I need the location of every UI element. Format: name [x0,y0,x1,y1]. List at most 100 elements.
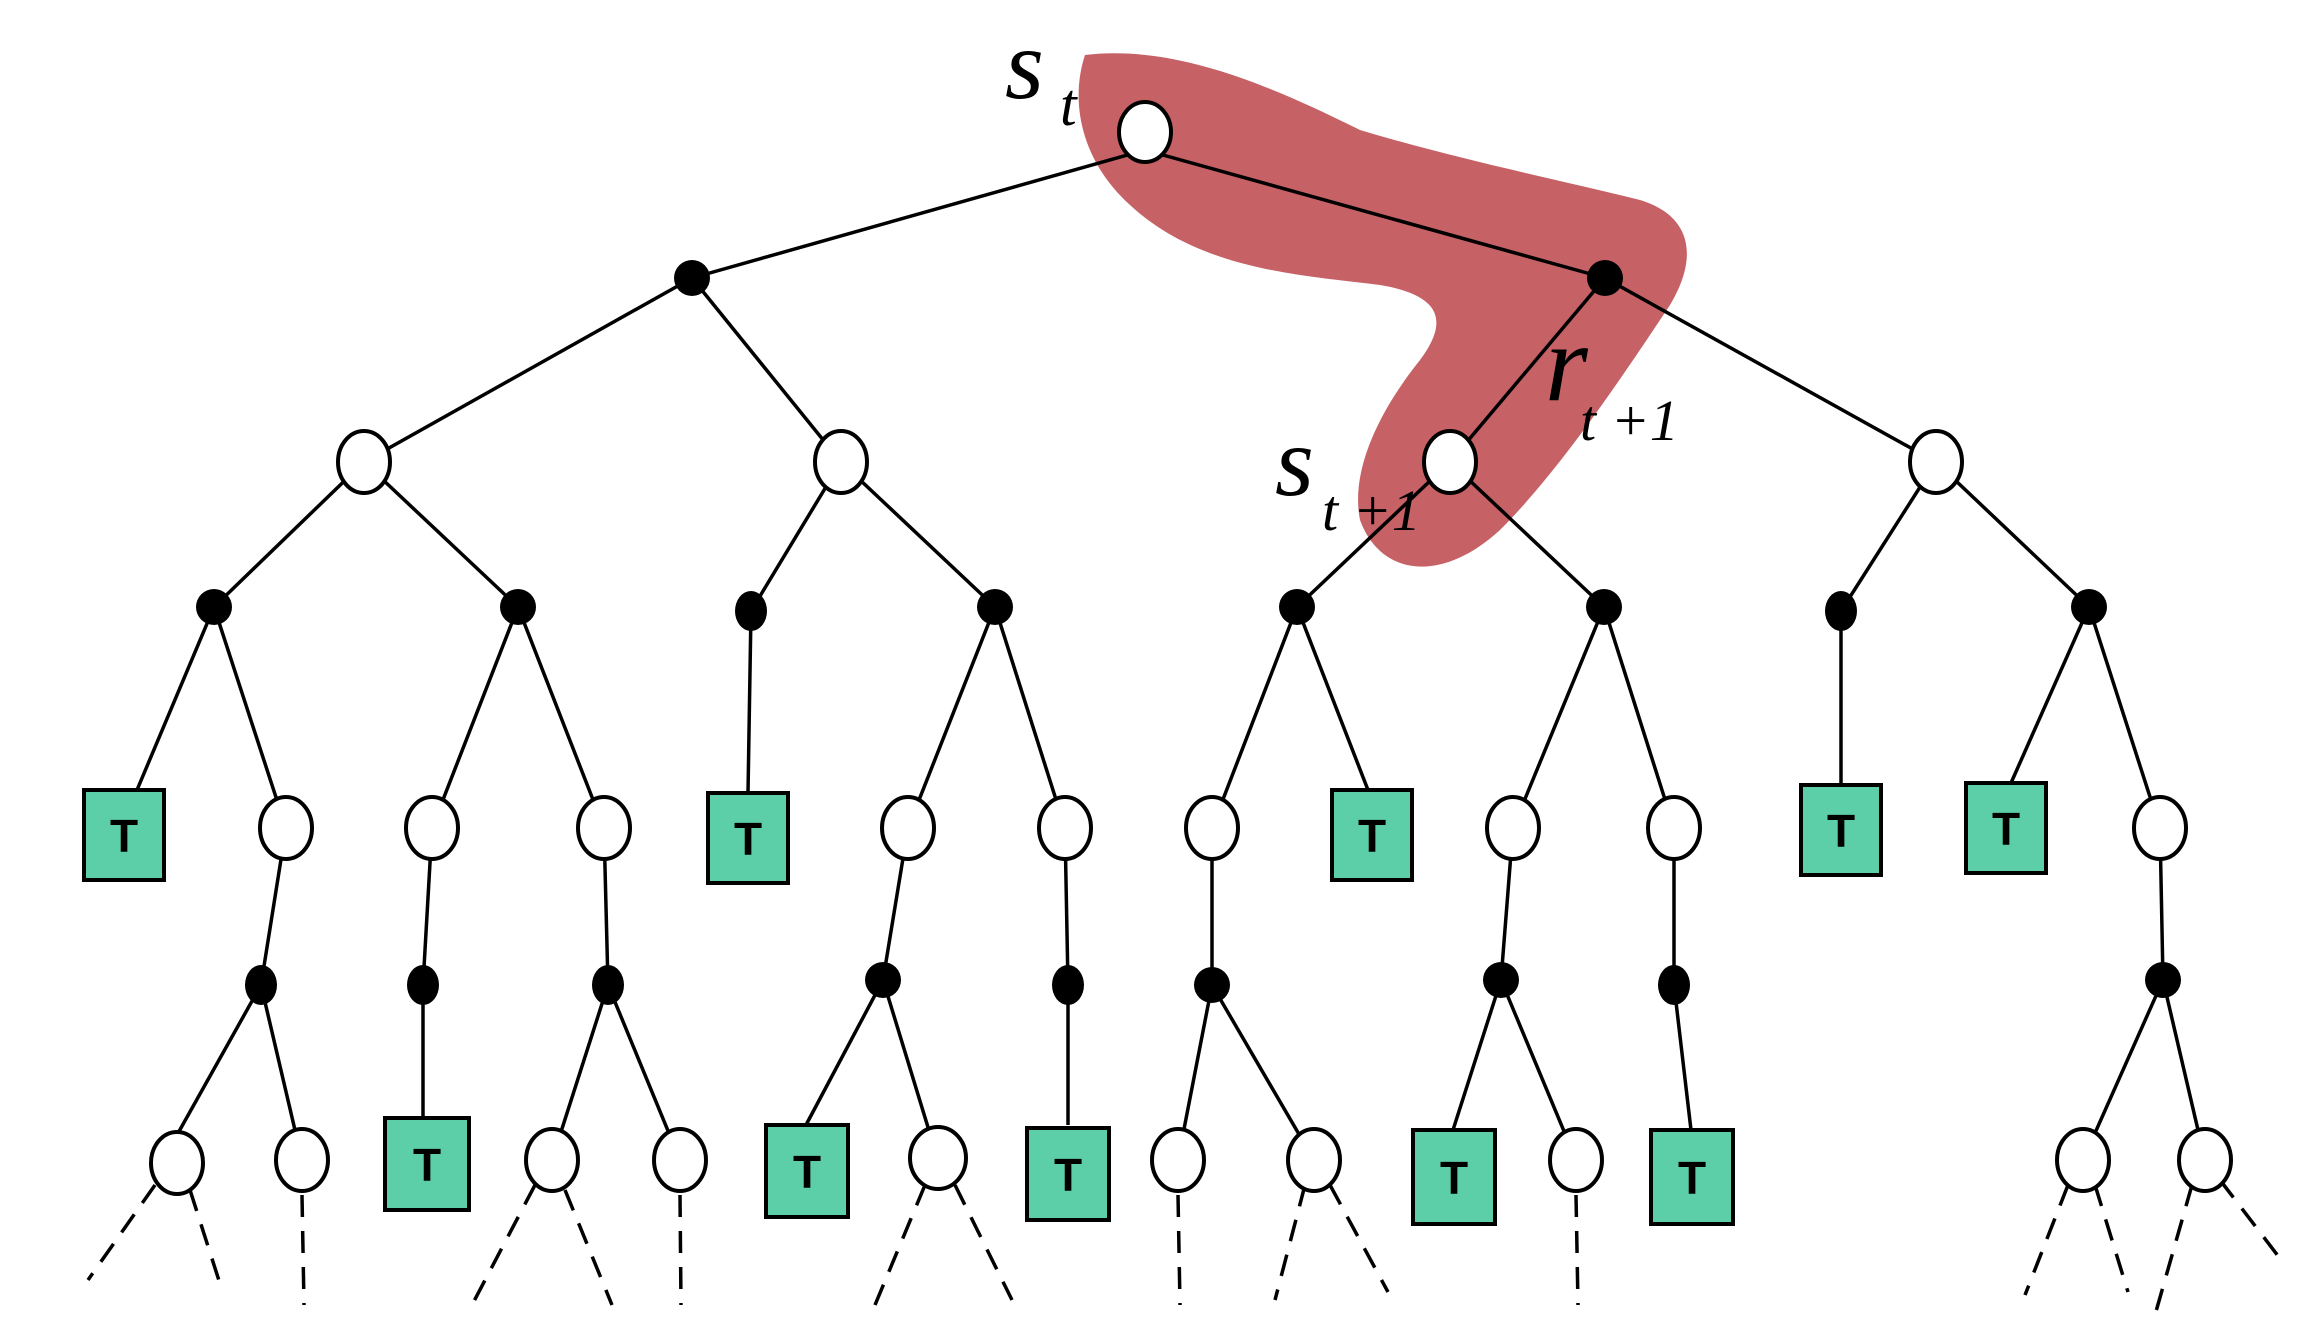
edge [1672,984,1693,1131]
terminal-node: T [1649,1128,1735,1226]
edge [1144,148,1606,280]
edge [1499,979,1578,1161]
edge [1295,606,1370,791]
edge [1210,984,1316,1161]
root-state-label: s t [1005,9,1078,138]
state-node [336,429,392,495]
edge [804,979,885,1126]
state-node [274,1127,330,1193]
state-node [576,795,632,861]
terminal-node: T [706,791,790,885]
state-node [2055,1127,2111,1193]
continuation-edge [953,1184,1014,1301]
state-node [1485,795,1541,861]
terminal-node: T [383,1116,471,1212]
action-node [1052,965,1084,1005]
highlighted-sample-path [1078,53,1687,567]
state-node [813,429,869,495]
edge [690,276,843,464]
action-node [1825,591,1857,631]
continuation-edge [563,1189,614,1306]
svg-text:r: r [1545,302,1589,424]
svg-text:T: T [734,813,762,865]
terminal-node: T [764,1123,850,1219]
continuation-edge [300,1194,306,1306]
edge [906,606,997,829]
reward-label: r t +1 [1545,302,1679,453]
state-node [1150,1127,1206,1193]
edge [212,460,366,609]
action-node [2071,589,2107,625]
edge [746,610,753,794]
svg-text:T: T [1054,1149,1082,1201]
edge [2081,979,2165,1161]
action-node [196,589,232,625]
state-node [258,795,314,861]
continuation-edge [2218,1178,2287,1267]
continuation-edge [1273,1184,1307,1301]
state-node [1548,1127,1604,1193]
continuation-edge [2093,1184,2130,1293]
svg-text:T: T [1440,1152,1468,1204]
edge [2009,606,2091,784]
state-node [1037,795,1093,861]
edge [1210,606,1299,829]
edge [1295,460,1452,609]
action-node [1586,589,1622,625]
svg-text:T: T [1358,810,1386,862]
continuation-edge [86,1183,157,1282]
edge [1602,606,1676,829]
root-state-node [1117,100,1173,164]
state-node [524,1127,580,1193]
terminal-node: T [1411,1128,1497,1226]
edge [430,606,520,829]
edge [1448,276,1607,464]
edge [516,606,606,829]
edge [1604,276,1937,464]
terminal-node: T [82,788,166,882]
continuation-edge [1176,1194,1182,1306]
edge [362,460,520,609]
svg-text:s: s [1005,9,1044,120]
action-node [1279,589,1315,625]
svg-text:T: T [1678,1152,1706,1204]
svg-text:T: T [793,1146,821,1198]
svg-text:T: T [413,1139,441,1191]
action-node [407,965,439,1005]
terminal-node: T [1964,781,2048,875]
edge [363,276,693,464]
action-node [1194,967,1230,1003]
state-node [880,795,936,861]
continuation-edge [470,1184,537,1306]
action-node [2145,962,2181,998]
edge [135,606,216,791]
edge [691,148,1146,280]
continuation-edge [188,1189,224,1291]
action-node [592,965,624,1005]
continuation-edge [873,1184,927,1306]
edge [993,606,1067,829]
svg-text:T: T [1992,803,2020,855]
edge [1511,606,1606,829]
edge [2087,606,2162,829]
state-node [149,1130,205,1196]
action-node [1658,965,1690,1005]
continuation-edge [2153,1184,2194,1316]
svg-text:s: s [1275,406,1314,517]
continuation-edge [2023,1184,2070,1296]
edge [175,984,263,1136]
state-node [404,795,460,861]
edge [212,606,288,829]
continuation-edge [1574,1194,1580,1306]
continuation-edge [678,1194,683,1306]
action-node [977,589,1013,625]
action-node [865,962,901,998]
state-node [1286,1127,1342,1193]
terminal-node: T [1330,788,1414,882]
terminal-node: T [1799,783,1883,877]
state-node [908,1125,968,1191]
svg-text:t: t [1060,72,1078,138]
action-node [1483,962,1519,998]
edge [1934,460,2091,609]
